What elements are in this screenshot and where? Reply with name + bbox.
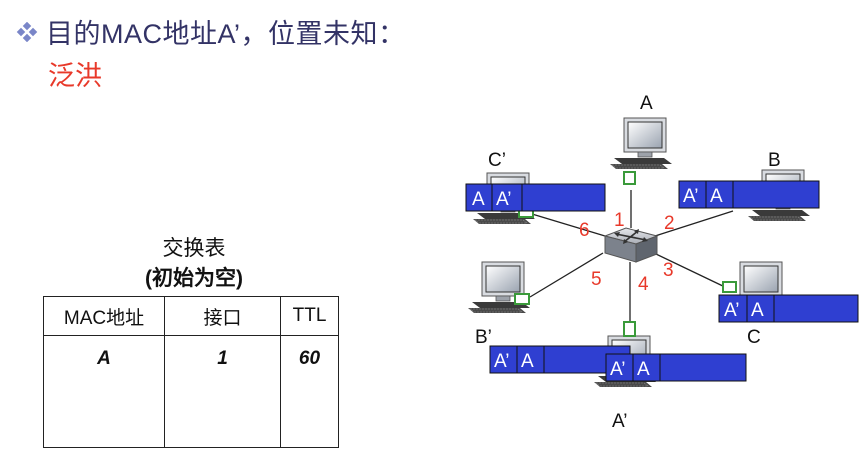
slide-title: 目的MAC地址A’，位置未知： <box>46 19 406 49</box>
table-caption-note: (初始为空) <box>145 267 243 290</box>
cell-ttl: 60 <box>280 335 339 448</box>
frame-c-prime-field-1: A <box>472 189 485 210</box>
frame-a-prime-field-1: A’ <box>610 359 625 380</box>
host-label-A-prime: A’ <box>612 411 627 432</box>
port-label-5: 5 <box>591 269 602 290</box>
cell-interface: 1 <box>164 335 281 448</box>
frame-c: A’ A <box>718 294 859 323</box>
host-label-C-prime: C’ <box>488 150 506 171</box>
host-label-B-prime: B’ <box>475 327 492 348</box>
frame-b-field-1: A’ <box>683 186 698 207</box>
frame-b-prime-field-2: A <box>521 351 534 372</box>
frame-b-prime-field-1: A’ <box>494 351 509 372</box>
computer-B-prime-icon <box>467 261 531 314</box>
frame-a-prime: A’ A <box>605 353 747 382</box>
slide-subtitle: 泛洪 <box>48 61 102 91</box>
frame-c-prime-field-2: A’ <box>496 189 511 210</box>
host-labels: A B C’ B’ C A’ <box>475 93 781 432</box>
port-label-3: 3 <box>663 260 674 281</box>
frame-c-prime: A A’ <box>465 183 606 212</box>
host-label-A: A <box>640 93 653 114</box>
port-label-2: 2 <box>664 213 675 234</box>
frame-b-field-2: A <box>710 186 723 207</box>
table-row: A 1 60 <box>43 335 339 448</box>
port-squares <box>514 171 737 337</box>
port-label-4: 4 <box>638 274 649 295</box>
port-label-6: 6 <box>579 220 590 241</box>
computer-A-icon <box>609 117 673 170</box>
cell-mac: A <box>43 335 165 448</box>
host-label-C: C <box>747 327 761 348</box>
frame-c-field-1: A’ <box>724 300 739 321</box>
frame-b: A’ A <box>678 180 820 209</box>
port-labels: 1 2 3 4 5 6 <box>579 210 675 295</box>
frame-c-field-2: A <box>751 300 764 321</box>
diamond-bullet-icon <box>16 22 38 42</box>
header-mac: MAC地址 <box>43 296 165 336</box>
host-label-B: B <box>768 150 781 171</box>
table-caption: 交换表 (初始为空) <box>120 234 268 294</box>
table-caption-title: 交换表 <box>162 237 226 260</box>
port-label-1: 1 <box>614 210 625 231</box>
frame-a-prime-field-2: A <box>637 359 650 380</box>
switch-icon <box>603 227 659 263</box>
switch-table: MAC地址 接口 TTL A 1 60 <box>43 296 339 448</box>
network-links <box>529 190 734 325</box>
